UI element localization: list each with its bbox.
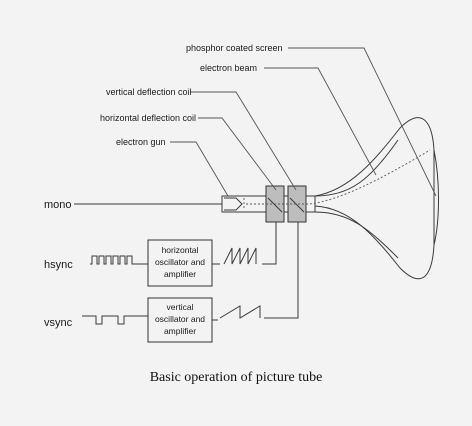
horizontal-oscillator-box — [147, 239, 213, 287]
box-h-line1: horizontal — [162, 245, 199, 255]
hsync-pulse-train — [90, 255, 140, 265]
vsync-pulse-train — [82, 315, 148, 325]
tube-neck — [221, 195, 316, 213]
crt-tube — [221, 117, 439, 280]
vsync-sawtooth — [219, 305, 261, 319]
screen-face — [433, 149, 439, 246]
v-feed-line — [264, 222, 299, 319]
box-v-line3: amplifier — [164, 326, 196, 336]
label-phosphor: phosphor coated screen — [186, 43, 283, 53]
leader-beam — [264, 67, 377, 176]
box-v-line2: oscillator and — [155, 314, 205, 324]
figure-caption: Basic operation of picture tube — [149, 370, 323, 385]
hsync-sawtooth — [223, 247, 257, 265]
leader-vcoil — [190, 91, 297, 191]
box-h-line2: oscillator and — [155, 257, 205, 267]
label-vertical-coil: vertical deflection coil — [106, 87, 192, 97]
label-horizontal-coil: horizontal deflection coil — [100, 113, 196, 123]
signal-hsync-label: hsync — [44, 259, 73, 271]
electron-gun — [224, 197, 245, 211]
signal-mono-label: mono — [44, 199, 72, 211]
box-h-line3: amplifier — [164, 269, 196, 279]
leader-phosphor — [288, 47, 437, 197]
leader-hcoil — [198, 117, 277, 191]
signal-vsync-label: vsync — [44, 317, 73, 329]
h-feed-line — [262, 222, 277, 265]
label-electron-gun: electron gun — [116, 137, 166, 147]
leader-gun — [170, 141, 229, 197]
label-electron-beam: electron beam — [200, 63, 257, 73]
electron-beam-path — [246, 149, 431, 205]
box-v-line1: vertical — [167, 302, 194, 312]
